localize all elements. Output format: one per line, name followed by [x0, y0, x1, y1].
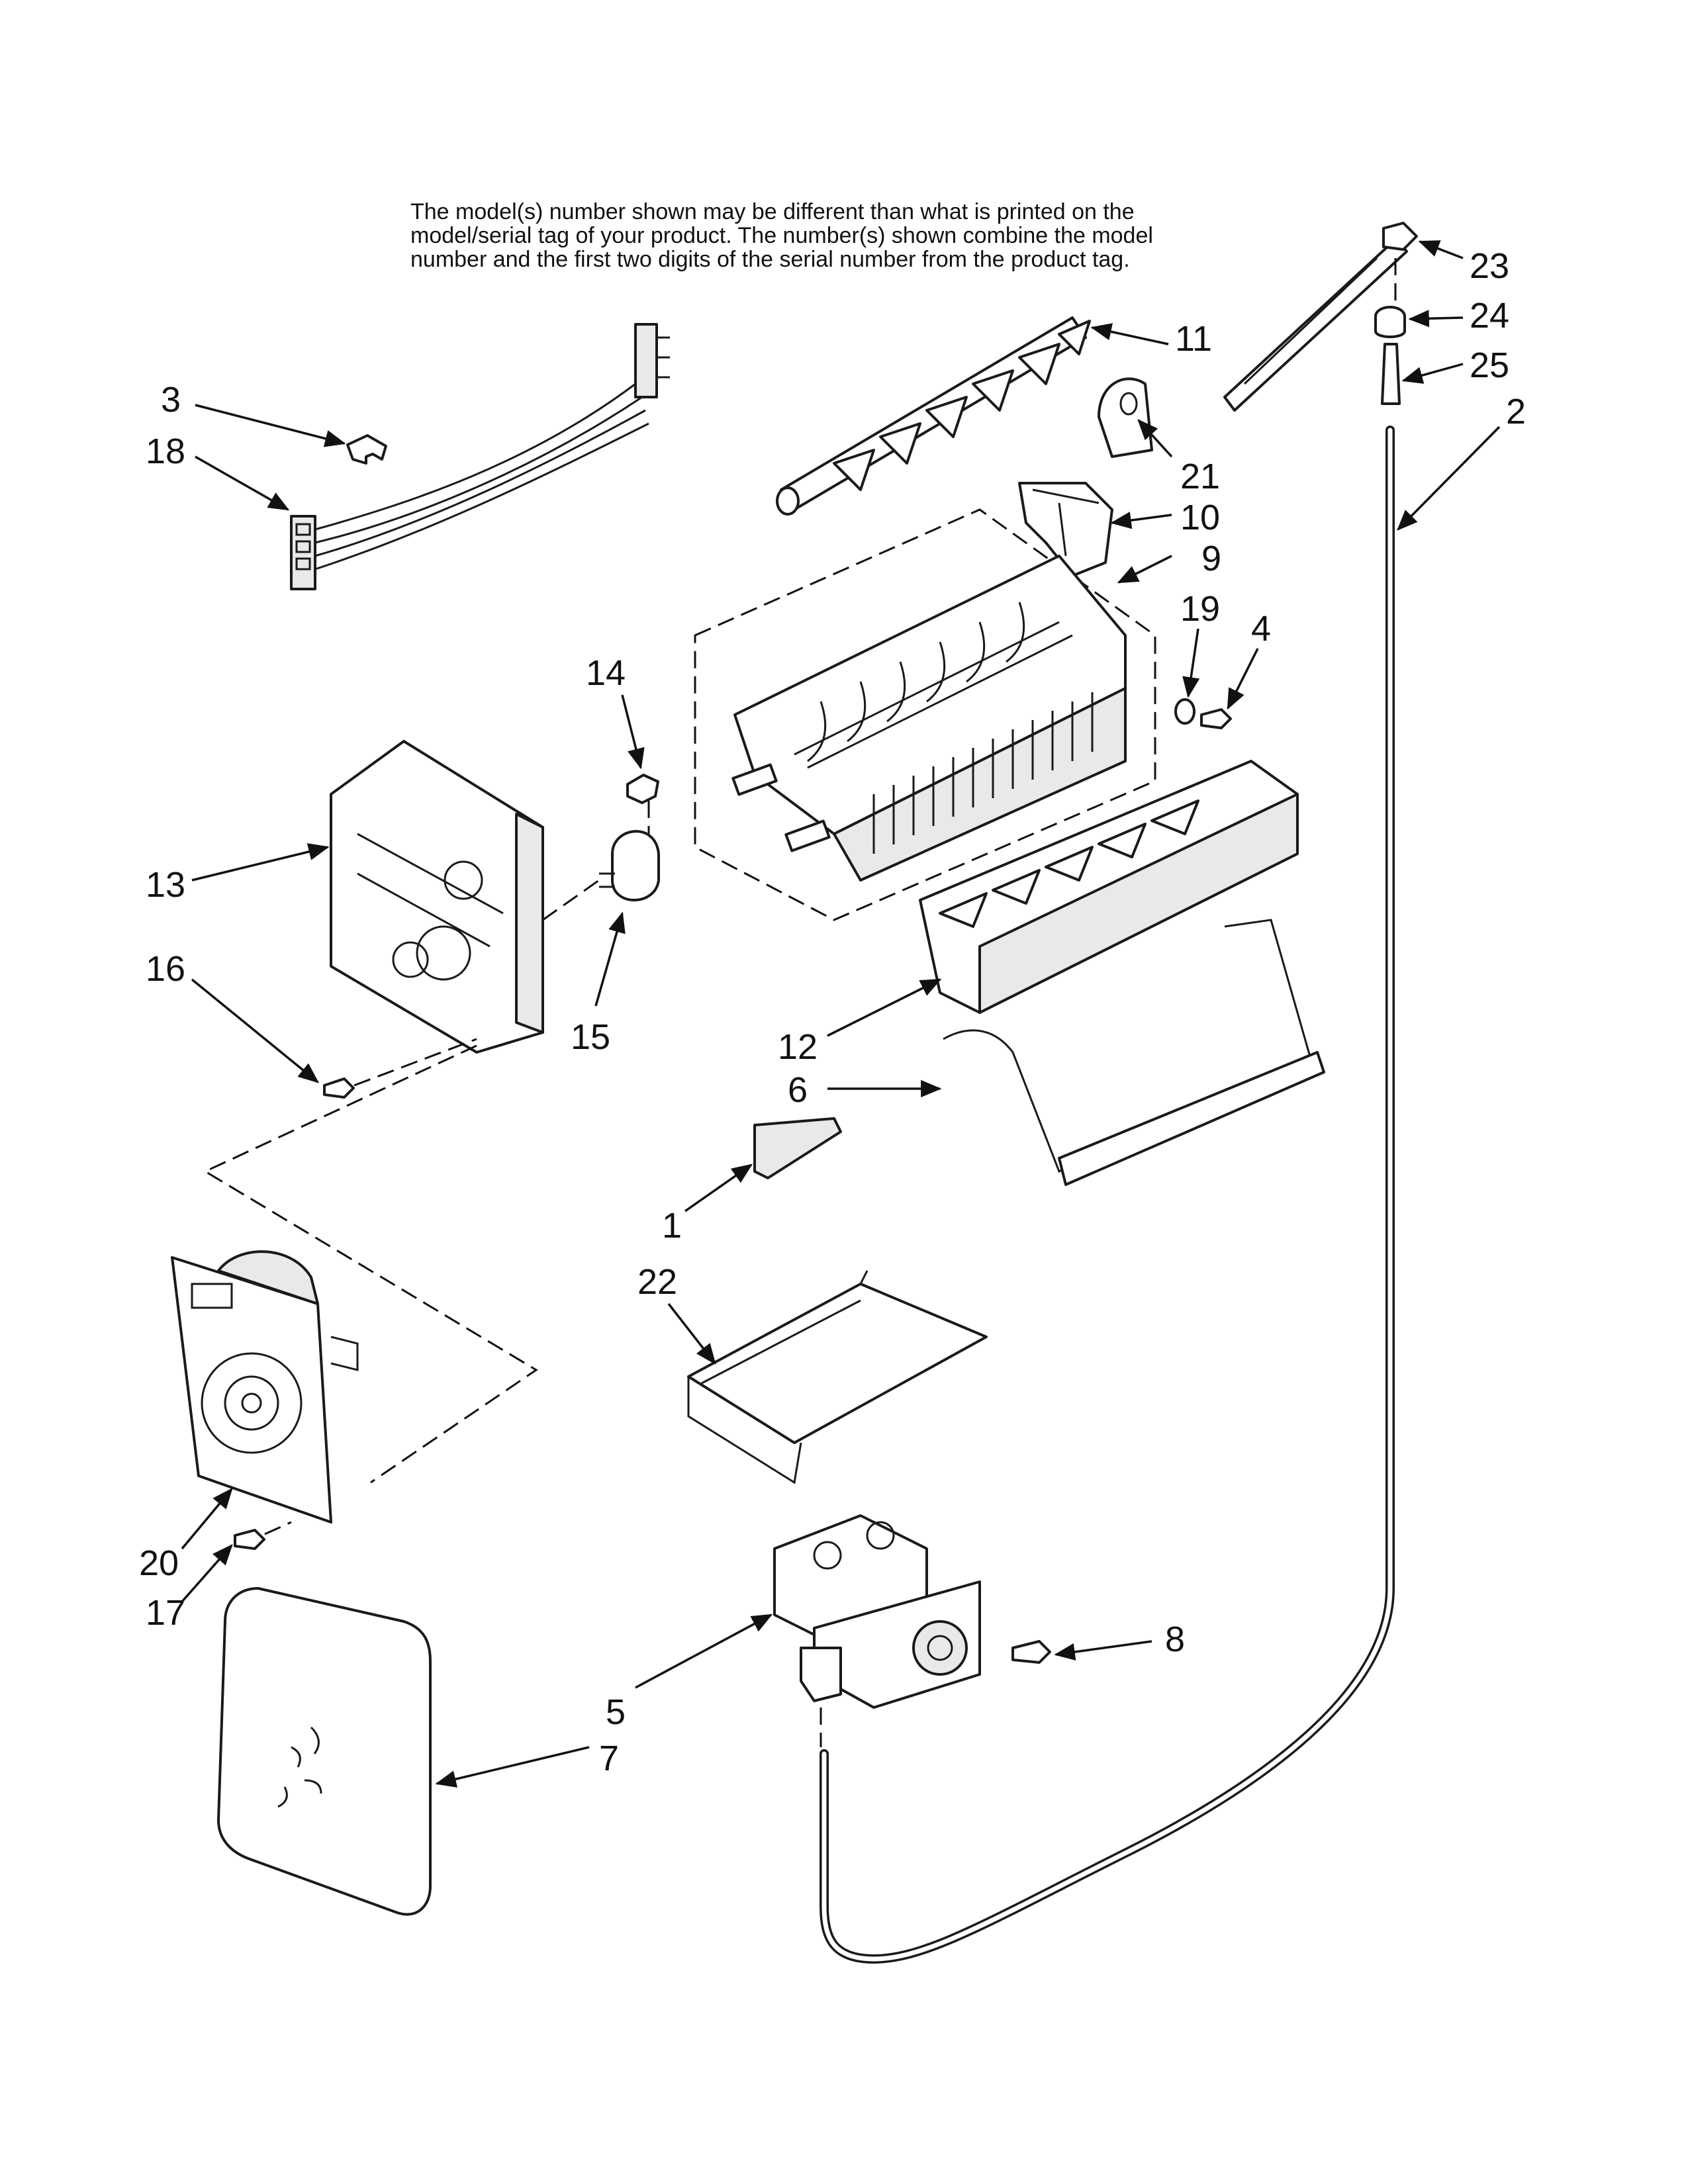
callout-5: 5 — [606, 1692, 626, 1732]
heater-part-6 — [943, 919, 1325, 1186]
callout-23: 23 — [1470, 246, 1509, 286]
callout-16: 16 — [146, 949, 185, 989]
motor-module-part-20 — [171, 1250, 359, 1524]
model-number-note: The model(s) number shown may be differe… — [410, 200, 1350, 271]
callout-11: 11 — [1175, 319, 1212, 359]
water-valve-part-5 — [773, 1514, 981, 1747]
harness-clip-part — [346, 434, 387, 465]
ejector-part — [776, 316, 1091, 516]
callout-20: 20 — [139, 1543, 179, 1583]
water-tube-part-2 — [820, 426, 1395, 1964]
callout-3: 3 — [161, 380, 181, 420]
washer-part-19 — [1174, 698, 1196, 725]
callout-13: 13 — [146, 865, 185, 905]
callout-21: 21 — [1180, 457, 1220, 496]
cover-part-12 — [919, 760, 1299, 1014]
screw-part-4 — [1200, 708, 1232, 729]
screw-part-8 — [1011, 1640, 1051, 1664]
capacitor-part-15 — [599, 830, 660, 901]
callout-18: 18 — [146, 432, 185, 471]
callout-4: 4 — [1251, 609, 1271, 649]
callout-12: 12 — [778, 1027, 818, 1067]
grommet-part-24 — [1374, 306, 1406, 338]
screw-part-17 — [234, 1529, 265, 1550]
dashed-connector — [203, 1044, 538, 1484]
fill-tube-part-23 — [1223, 222, 1418, 412]
callout-1: 1 — [662, 1206, 682, 1246]
note-line-3: number and the first two digits of the s… — [410, 247, 1130, 272]
callout-24: 24 — [1470, 296, 1509, 336]
ice-mold-dashed-outline — [694, 508, 1156, 921]
clip-part-14 — [626, 774, 659, 804]
callout-25: 25 — [1470, 345, 1509, 385]
callout-6: 6 — [788, 1070, 808, 1110]
ice-mold-part — [731, 555, 1127, 882]
wiring-harness-part — [290, 323, 670, 590]
callout-10: 10 — [1180, 498, 1220, 537]
bracket-part-22 — [687, 1270, 988, 1484]
callout-17: 17 — [146, 1593, 185, 1633]
bracket-part-1 — [753, 1117, 842, 1179]
part-25 — [1381, 343, 1401, 405]
callout-9: 9 — [1201, 539, 1221, 578]
callout-8: 8 — [1165, 1619, 1185, 1659]
callout-22: 22 — [637, 1262, 677, 1302]
housing-part — [330, 740, 544, 1054]
callout-14: 14 — [586, 653, 626, 693]
part-10 — [1018, 482, 1113, 577]
callout-15: 15 — [571, 1017, 610, 1057]
note-line-1: The model(s) number shown may be differe… — [410, 199, 1135, 224]
screw-part-16 — [323, 1077, 355, 1099]
callout-19: 19 — [1180, 589, 1220, 629]
leader-lines — [181, 240, 1501, 1788]
part-21 — [1098, 377, 1153, 458]
front-cover-part-7 — [217, 1587, 432, 1916]
callout-labels: 3 18 11 21 10 9 19 4 14 13 16 15 12 6 1 … — [139, 246, 1526, 1778]
callout-2: 2 — [1506, 392, 1526, 432]
callout-7: 7 — [599, 1739, 619, 1778]
note-line-2: model/serial tag of your product. The nu… — [410, 223, 1153, 248]
